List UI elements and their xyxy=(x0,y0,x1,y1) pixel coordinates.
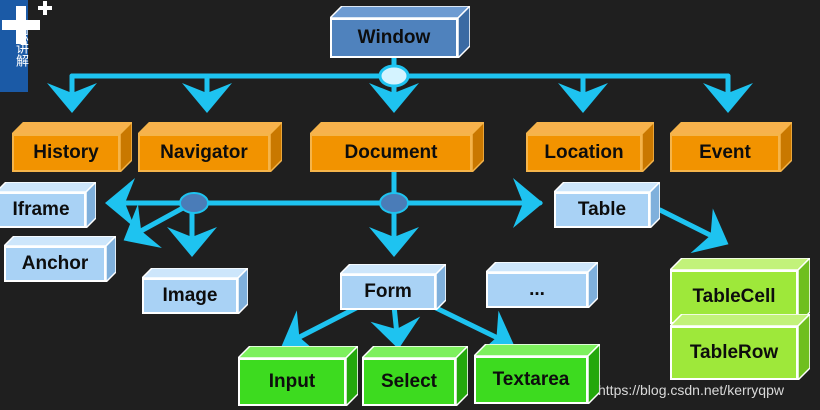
node-textarea: Textarea xyxy=(474,344,600,404)
node-ellipsis-label: ... xyxy=(529,279,545,300)
node-image-label: Image xyxy=(162,285,218,306)
node-textarea-label: Textarea xyxy=(492,369,570,390)
node-document-label: Document xyxy=(344,142,438,163)
node-image: Image xyxy=(142,268,248,314)
node-tablecell-label: TableCell xyxy=(692,286,776,307)
node-input-label: Input xyxy=(268,371,316,392)
node-select: Select xyxy=(362,346,468,406)
node-navigator-label: Navigator xyxy=(160,142,248,163)
node-history: History xyxy=(12,122,132,172)
connector-form-to-select xyxy=(370,303,421,349)
node-table: Table xyxy=(554,182,660,228)
node-form-label: Form xyxy=(364,281,412,302)
node-window: Window xyxy=(330,6,470,58)
node-history-label: History xyxy=(33,142,99,163)
node-event-label: Event xyxy=(699,142,751,163)
window-hub xyxy=(378,64,410,88)
node-document: Document xyxy=(310,122,484,172)
document-hub-left xyxy=(179,192,209,214)
node-iframe: Iframe xyxy=(0,182,96,228)
node-anchor-label: Anchor xyxy=(21,253,89,274)
node-tablerow-label: TableRow xyxy=(689,342,779,363)
node-input: Input xyxy=(238,346,358,406)
node-location-label: Location xyxy=(544,142,624,163)
node-tablerow: TableRow xyxy=(670,314,810,380)
connector-form-to-textarea xyxy=(429,303,515,356)
node-anchor: Anchor xyxy=(4,236,116,282)
watermark: https://blog.csdn.net/kerryqpw xyxy=(598,382,784,398)
node-window-label: Window xyxy=(357,27,431,48)
connector-form-to-input xyxy=(281,303,363,355)
node-table-label: Table xyxy=(577,199,627,220)
plus-logo-icon xyxy=(2,1,52,44)
node-location: Location xyxy=(526,122,654,172)
node-event: Event xyxy=(670,122,792,172)
node-form: Form xyxy=(340,264,446,310)
node-select-label: Select xyxy=(381,371,437,392)
node-navigator: Navigator xyxy=(138,122,282,172)
node-ellipsis: ... xyxy=(486,262,598,308)
node-iframe-label: Iframe xyxy=(12,199,70,220)
document-hub-center xyxy=(379,192,409,214)
connector-table-to-tablecell xyxy=(657,207,729,254)
